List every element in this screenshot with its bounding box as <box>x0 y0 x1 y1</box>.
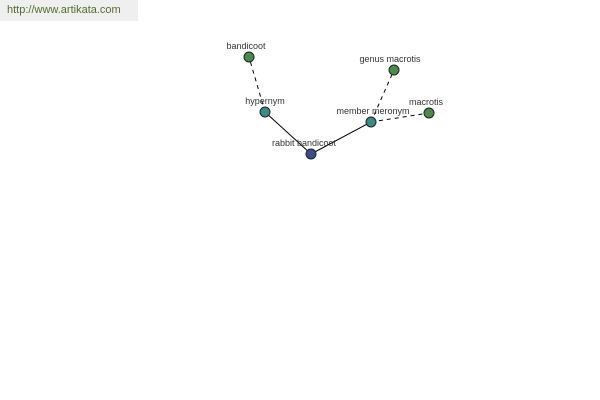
edge-member-meronym-to-macrotis <box>370 112 430 123</box>
graph-nodes: rabbit bandicoot hypernym bandicoot member … <box>226 41 444 160</box>
node-marker-rabbit-bandicoot[interactable] <box>305 148 317 160</box>
node-genus-macrotis[interactable]: genus macrotis <box>359 54 421 76</box>
graph-edges <box>248 56 430 155</box>
node-label-member-meronym: member meronym <box>336 106 409 116</box>
edge-rabbit-bandicoot-to-member-meronym <box>310 121 372 155</box>
node-label-macrotis: macrotis <box>409 97 444 107</box>
node-hypernym[interactable]: hypernym <box>245 96 285 118</box>
node-marker-bandicoot[interactable] <box>243 51 255 63</box>
node-label-hypernym: hypernym <box>245 96 285 106</box>
node-bandicoot[interactable]: bandicoot <box>226 41 266 63</box>
node-label-rabbit-bandicoot: rabbit bandicoot <box>272 138 337 148</box>
node-rabbit-bandicoot[interactable]: rabbit bandicoot <box>272 138 337 160</box>
site-url-banner[interactable]: http://www.artikata.com <box>0 0 138 21</box>
node-marker-hypernym[interactable] <box>259 106 271 118</box>
edge-member-meronym-to-genus-macrotis <box>370 69 395 123</box>
node-label-genus-macrotis: genus macrotis <box>359 54 421 64</box>
edge-rabbit-bandicoot-to-hypernym <box>264 111 312 155</box>
node-label-bandicoot: bandicoot <box>226 41 266 51</box>
site-url-text: http://www.artikata.com <box>7 4 121 16</box>
node-marker-member-meronym[interactable] <box>365 116 377 128</box>
node-member-meronym[interactable]: member meronym <box>336 106 410 128</box>
edge-hypernym-to-bandicoot <box>248 56 266 113</box>
node-marker-genus-macrotis[interactable] <box>388 64 400 76</box>
node-macrotis[interactable]: macrotis <box>409 97 444 119</box>
node-marker-macrotis[interactable] <box>423 107 435 119</box>
